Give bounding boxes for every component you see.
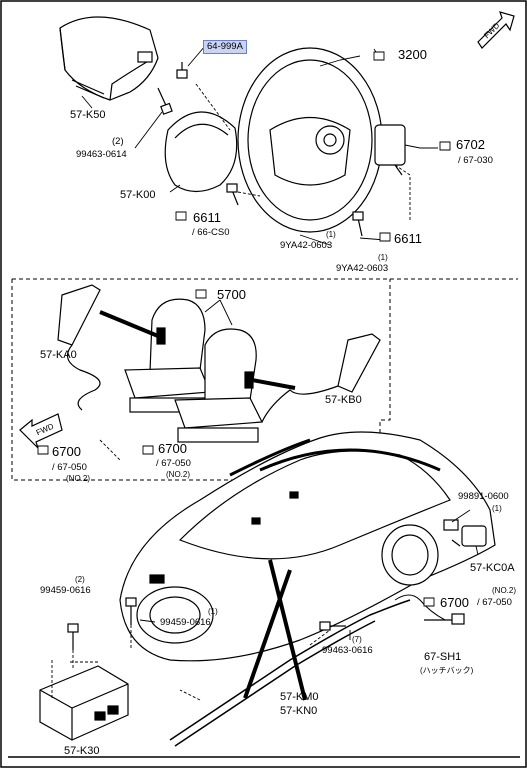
curtain-airbag-lines bbox=[179, 438, 311, 701]
bolt-99459-0616-b bbox=[125, 597, 137, 625]
horn-pad-cover bbox=[164, 111, 238, 193]
curtain-airbag-assembly bbox=[169, 594, 446, 747]
ref-6611-left-label: 6611 bbox=[193, 210, 221, 225]
ref-6700-a-label: 6700 bbox=[52, 444, 81, 459]
hatchback-connector bbox=[424, 613, 465, 625]
part-99891-0600-label: 99891-0600 bbox=[458, 491, 509, 502]
ref-67-030-label: / 67-030 bbox=[458, 155, 493, 166]
no2-a-label: (NO.2) bbox=[66, 474, 90, 483]
hatchback-label: (ハッチバック) bbox=[420, 666, 474, 675]
fwd-arrow-top bbox=[477, 11, 515, 49]
ref-67-050-a-label: / 67-050 bbox=[52, 462, 87, 473]
qty-1-d-label: (1) bbox=[208, 607, 218, 616]
bolt-9YA42-0603-b bbox=[352, 211, 364, 237]
leader-lines-top bbox=[81, 45, 438, 246]
part-57-K00-label: 57-K00 bbox=[120, 189, 156, 201]
part-57-KA0-label: 57-KA0 bbox=[40, 349, 77, 361]
ref-hand-icons bbox=[37, 48, 451, 607]
part-57-KM0-label: 57-KM0 bbox=[280, 691, 319, 703]
part-57-K30-label: 57-K30 bbox=[64, 745, 100, 757]
seat-pointer-lines bbox=[99, 299, 296, 461]
part-64-999A-label: 64-999A bbox=[203, 40, 247, 54]
ref-6702-label: 6702 bbox=[456, 137, 485, 152]
part-99463-0616-label: 99463-0616 bbox=[322, 645, 373, 656]
qty-1-c-label: (1) bbox=[492, 504, 502, 513]
driver-airbag-module bbox=[59, 16, 159, 101]
leader-lines-bottom bbox=[51, 509, 479, 700]
part-57-KB0-label: 57-KB0 bbox=[325, 394, 362, 406]
side-airbag-left bbox=[57, 284, 101, 411]
steering-wheel bbox=[237, 47, 383, 233]
part-99463-0614-label: 99463-0614 bbox=[76, 149, 127, 160]
ref-67-050-b-label: / 67-050 bbox=[156, 458, 191, 469]
ref-5700-label: 5700 bbox=[217, 287, 246, 302]
ref-67-050-c-label: / 67-050 bbox=[477, 597, 512, 608]
side-airbag-right bbox=[261, 333, 381, 423]
qty-2-b-label: (2) bbox=[75, 575, 85, 584]
crash-sensor bbox=[443, 519, 487, 547]
qty-7-label: (7) bbox=[352, 635, 362, 644]
ref-3200-label: 3200 bbox=[398, 47, 427, 62]
ref-6611-right-label: 6611 bbox=[394, 231, 422, 246]
part-99459-0616-a-label: 99459-0616 bbox=[40, 585, 91, 596]
ref-66-CS0-label: / 66-CS0 bbox=[192, 227, 230, 238]
airbag-control-unit bbox=[39, 665, 129, 741]
part-99459-0616-b-label: 99459-0616 bbox=[160, 617, 211, 628]
bolt-9YA42-0603-a bbox=[226, 183, 239, 206]
car-body bbox=[119, 431, 496, 662]
ref-6700-b-label: 6700 bbox=[158, 441, 187, 456]
part-9YA42-0603-b-label: 9YA42-0603 bbox=[336, 263, 389, 274]
bolt-99463-0614 bbox=[157, 87, 173, 115]
no2-c-label: (NO.2) bbox=[492, 586, 516, 595]
front-seats bbox=[124, 298, 263, 443]
qty-1-a-label: (1) bbox=[326, 230, 336, 239]
part-57-KN0-label: 57-KN0 bbox=[280, 705, 318, 717]
no2-b-label: (NO.2) bbox=[166, 470, 190, 479]
bolt-99463-0616 bbox=[319, 621, 346, 631]
part-57-KC0A-label: 57-KC0A bbox=[470, 562, 515, 574]
part-9YA42-0603-a-label: 9YA42-0603 bbox=[280, 240, 333, 251]
ref-6700-c-label: 6700 bbox=[440, 595, 469, 610]
part-57-K50-label: 57-K50 bbox=[70, 109, 106, 121]
bolt-99459-0616-a bbox=[67, 623, 79, 650]
part-67-SH1-label: 67-SH1 bbox=[424, 651, 462, 663]
qty-2-label: (2) bbox=[112, 136, 124, 147]
qty-1-b-label: (1) bbox=[378, 253, 388, 262]
bolt-64-999A bbox=[176, 62, 188, 79]
